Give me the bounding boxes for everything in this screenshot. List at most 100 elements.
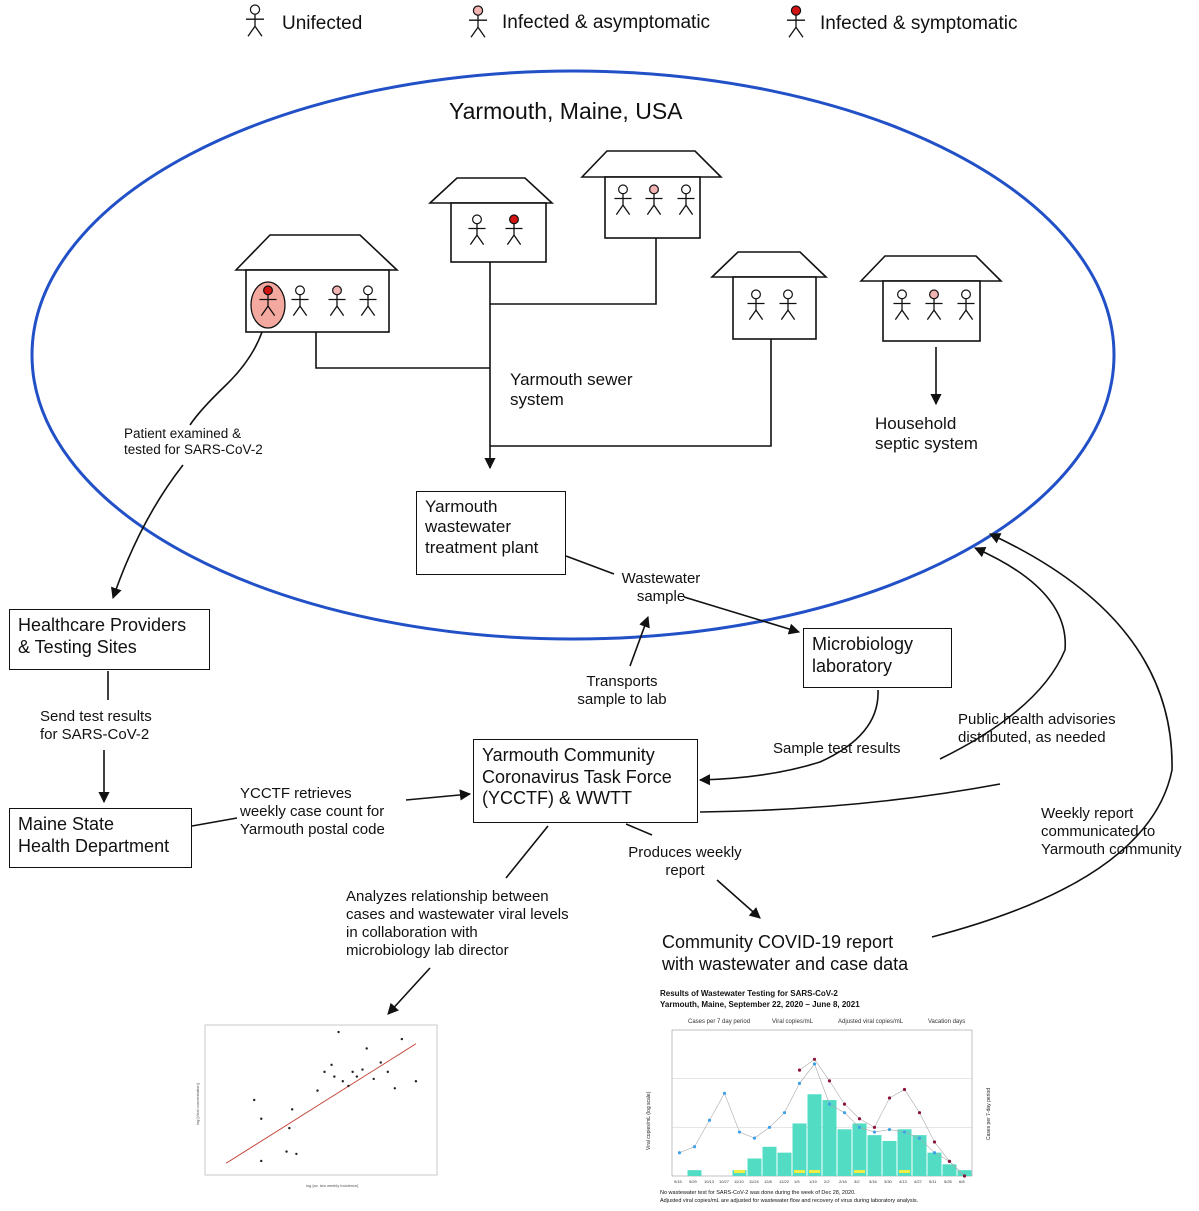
chart-vacation-mark: [809, 1170, 820, 1173]
flow-arrow: [565, 555, 615, 575]
chart-point-adjusted: [932, 1140, 937, 1144]
flow-arrow: [490, 339, 772, 447]
person-leg-right: [299, 305, 308, 317]
chart-x-tick: 1/5: [794, 1179, 800, 1184]
scatter-point: [379, 1061, 382, 1064]
chart-bar: [927, 1152, 942, 1176]
person-leg-right: [477, 26, 486, 38]
person-leg-left: [926, 309, 935, 321]
scatter-point: [347, 1084, 350, 1088]
scatter-point: [365, 1047, 368, 1050]
maine-health-box: Maine State Health Department: [9, 808, 192, 868]
legend-symptomatic-label: Infected & symptomatic: [820, 13, 1018, 34]
house-roof: [234, 234, 400, 271]
person-leg-right: [755, 309, 764, 321]
chart-series-line: [679, 1063, 965, 1177]
retrieves-label: YCCTF retrieves weekly case count for Ya…: [240, 785, 385, 838]
person-uninfected-icon: [957, 289, 975, 321]
chart-bar: [942, 1164, 957, 1176]
chart-point-adjusted: [842, 1102, 847, 1106]
person-asymptomatic-icon: [328, 285, 346, 317]
scatter-xlabel: log [av. two weekly incidence]: [306, 1183, 358, 1188]
chart-point-viral: [872, 1130, 877, 1134]
person-leg-left: [360, 305, 369, 317]
house-icon: [710, 251, 828, 340]
person-head: [897, 289, 907, 300]
chart-point-viral: [857, 1125, 862, 1129]
scatter-plot: log [av. two weekly incidence] log [Viral…: [195, 1024, 438, 1188]
person-leg-right: [367, 305, 376, 317]
flow-arrow: [931, 533, 1173, 938]
person-head: [929, 289, 939, 300]
person-leg-right: [653, 204, 662, 216]
chart-point-adjusted: [902, 1087, 907, 1092]
chart-bar: [882, 1140, 897, 1176]
person-head: [332, 285, 342, 296]
person-head: [783, 289, 793, 300]
scatter-point: [337, 1030, 340, 1034]
chart-x-tick: 11/24: [749, 1179, 759, 1184]
chart-x-tick: 3/2: [854, 1179, 860, 1184]
person-leg-left: [780, 309, 789, 321]
report-chart-title: Results of Wastewater Testing for SARS-C…: [660, 989, 860, 1011]
chart-point-viral: [782, 1111, 787, 1115]
scatter-point: [333, 1075, 336, 1078]
chart-point-viral: [737, 1130, 742, 1134]
scatter-point: [330, 1063, 333, 1067]
septic-label: Household septic system: [875, 414, 978, 454]
person-leg-left: [470, 26, 479, 38]
person-leg-right: [795, 26, 804, 38]
person-uninfected-icon: [246, 4, 264, 37]
chart-vacation-mark: [734, 1170, 745, 1173]
chart-point-viral: [902, 1130, 907, 1134]
person-symptomatic-icon: [259, 285, 277, 317]
person-head: [249, 4, 261, 15]
flow-arrow: [683, 596, 801, 635]
chart-vacation-mark: [794, 1170, 805, 1173]
legend-uninfected-label: Unifected: [282, 13, 363, 34]
report-legend-viral: Viral copies/mL: [772, 1019, 813, 1025]
scatter-ylabel: log [Viral concentration]: [195, 1083, 200, 1125]
person-leg-left: [894, 309, 903, 321]
scatter-point: [260, 1159, 263, 1163]
chart-ylabel-left: Viral copies/mL (log scale): [646, 1091, 652, 1150]
chart-point-adjusted: [947, 1159, 952, 1163]
town-boundary: [30, 69, 1116, 641]
chart-x-tick: 10/13: [704, 1179, 715, 1184]
houses-group: [234, 150, 1003, 342]
person-leg-left: [329, 305, 338, 317]
chart-x-tick: 3/30: [884, 1179, 893, 1184]
scatter-frame: [204, 1024, 438, 1176]
chart-bar: [852, 1123, 867, 1176]
chart-point-viral: [887, 1127, 892, 1132]
chart-point-adjusted: [917, 1111, 922, 1115]
person-leg-left: [678, 204, 687, 216]
connectors-group: [98, 238, 1173, 1015]
chart-bar: [807, 1094, 822, 1176]
flow-arrow: [505, 825, 549, 879]
chart-point-viral: [767, 1125, 772, 1129]
person-asymptomatic-icon: [469, 5, 487, 38]
chart-x-tick: 5/11: [929, 1179, 937, 1184]
person-head: [961, 289, 971, 300]
scatter-point: [260, 1117, 263, 1120]
person-head: [509, 214, 519, 225]
ycctf-box: Yarmouth Community Coronavirus Task Forc…: [473, 739, 698, 823]
wwtp-box: Yarmouth wastewater treatment plant: [416, 491, 566, 575]
chart-series-line: [799, 1058, 965, 1177]
flow-arrow: [191, 817, 238, 827]
chart-point-viral: [797, 1081, 802, 1085]
legend-figures: [246, 4, 805, 38]
chart-x-tick: 9/15: [674, 1179, 683, 1184]
scatter-point: [295, 1152, 298, 1156]
house-roof: [710, 251, 828, 278]
chart-point-adjusted: [797, 1068, 802, 1072]
scatter-point: [400, 1037, 404, 1041]
scatter-point: [351, 1070, 354, 1074]
scatter-point: [253, 1098, 256, 1102]
report-legend-cases: Cases per 7 day period: [688, 1019, 751, 1025]
person-leg-right: [336, 305, 345, 317]
person-uninfected-icon: [779, 289, 797, 321]
chart-bar: [867, 1135, 882, 1176]
patient-examined-label: Patient examined & tested for SARS-CoV-2: [124, 426, 263, 458]
